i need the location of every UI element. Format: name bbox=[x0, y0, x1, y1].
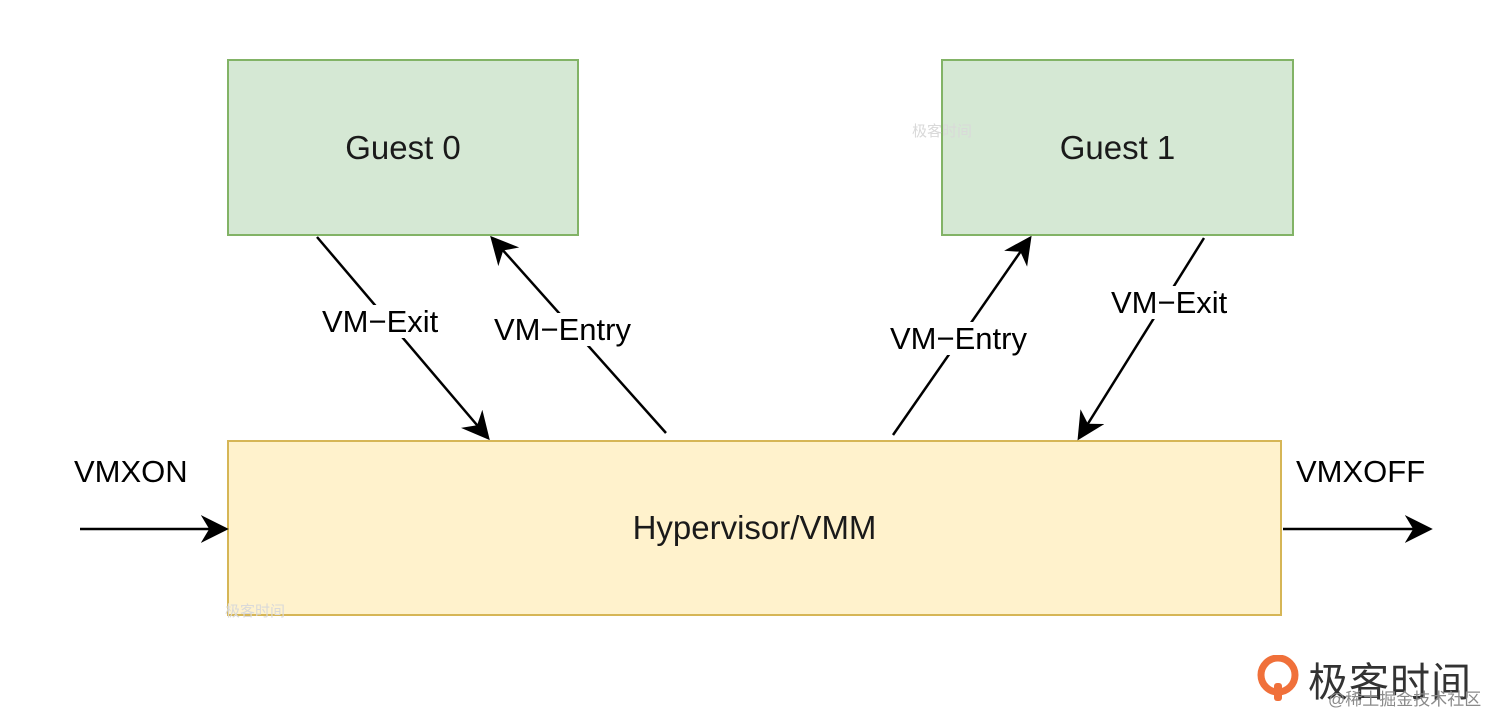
brand-logo-icon bbox=[1257, 655, 1299, 701]
watermark-small-bottom: 极客时间 bbox=[225, 603, 286, 620]
g0-entry-label: VM−Entry bbox=[492, 312, 633, 347]
guest-0-box: Guest 0 bbox=[227, 59, 579, 236]
guest-1-box: Guest 1 bbox=[941, 59, 1294, 236]
g0-exit-label: VM−Exit bbox=[320, 304, 441, 339]
vmxoff-label: VMXOFF bbox=[1296, 454, 1426, 489]
vmxon-label: VMXON bbox=[74, 454, 188, 489]
guest-1-label: Guest 1 bbox=[1059, 128, 1176, 166]
hypervisor-box: Hypervisor/VMM bbox=[227, 440, 1282, 616]
guest-0-label: Guest 0 bbox=[345, 128, 461, 166]
brand-name: 极客时间 bbox=[1308, 660, 1472, 706]
hypervisor-label: Hypervisor/VMM bbox=[632, 509, 877, 546]
watermark-small-top: 极客时间 bbox=[912, 123, 973, 140]
g1-entry-label: VM−Entry bbox=[888, 321, 1029, 356]
g1-exit-arrow bbox=[1077, 237, 1206, 441]
footer-credit: @稀土掘金技术社区 bbox=[1328, 690, 1482, 709]
brand-watermark: 极客时间 bbox=[1256, 650, 1472, 708]
g1-exit-label: VM−Exit bbox=[1109, 285, 1230, 320]
